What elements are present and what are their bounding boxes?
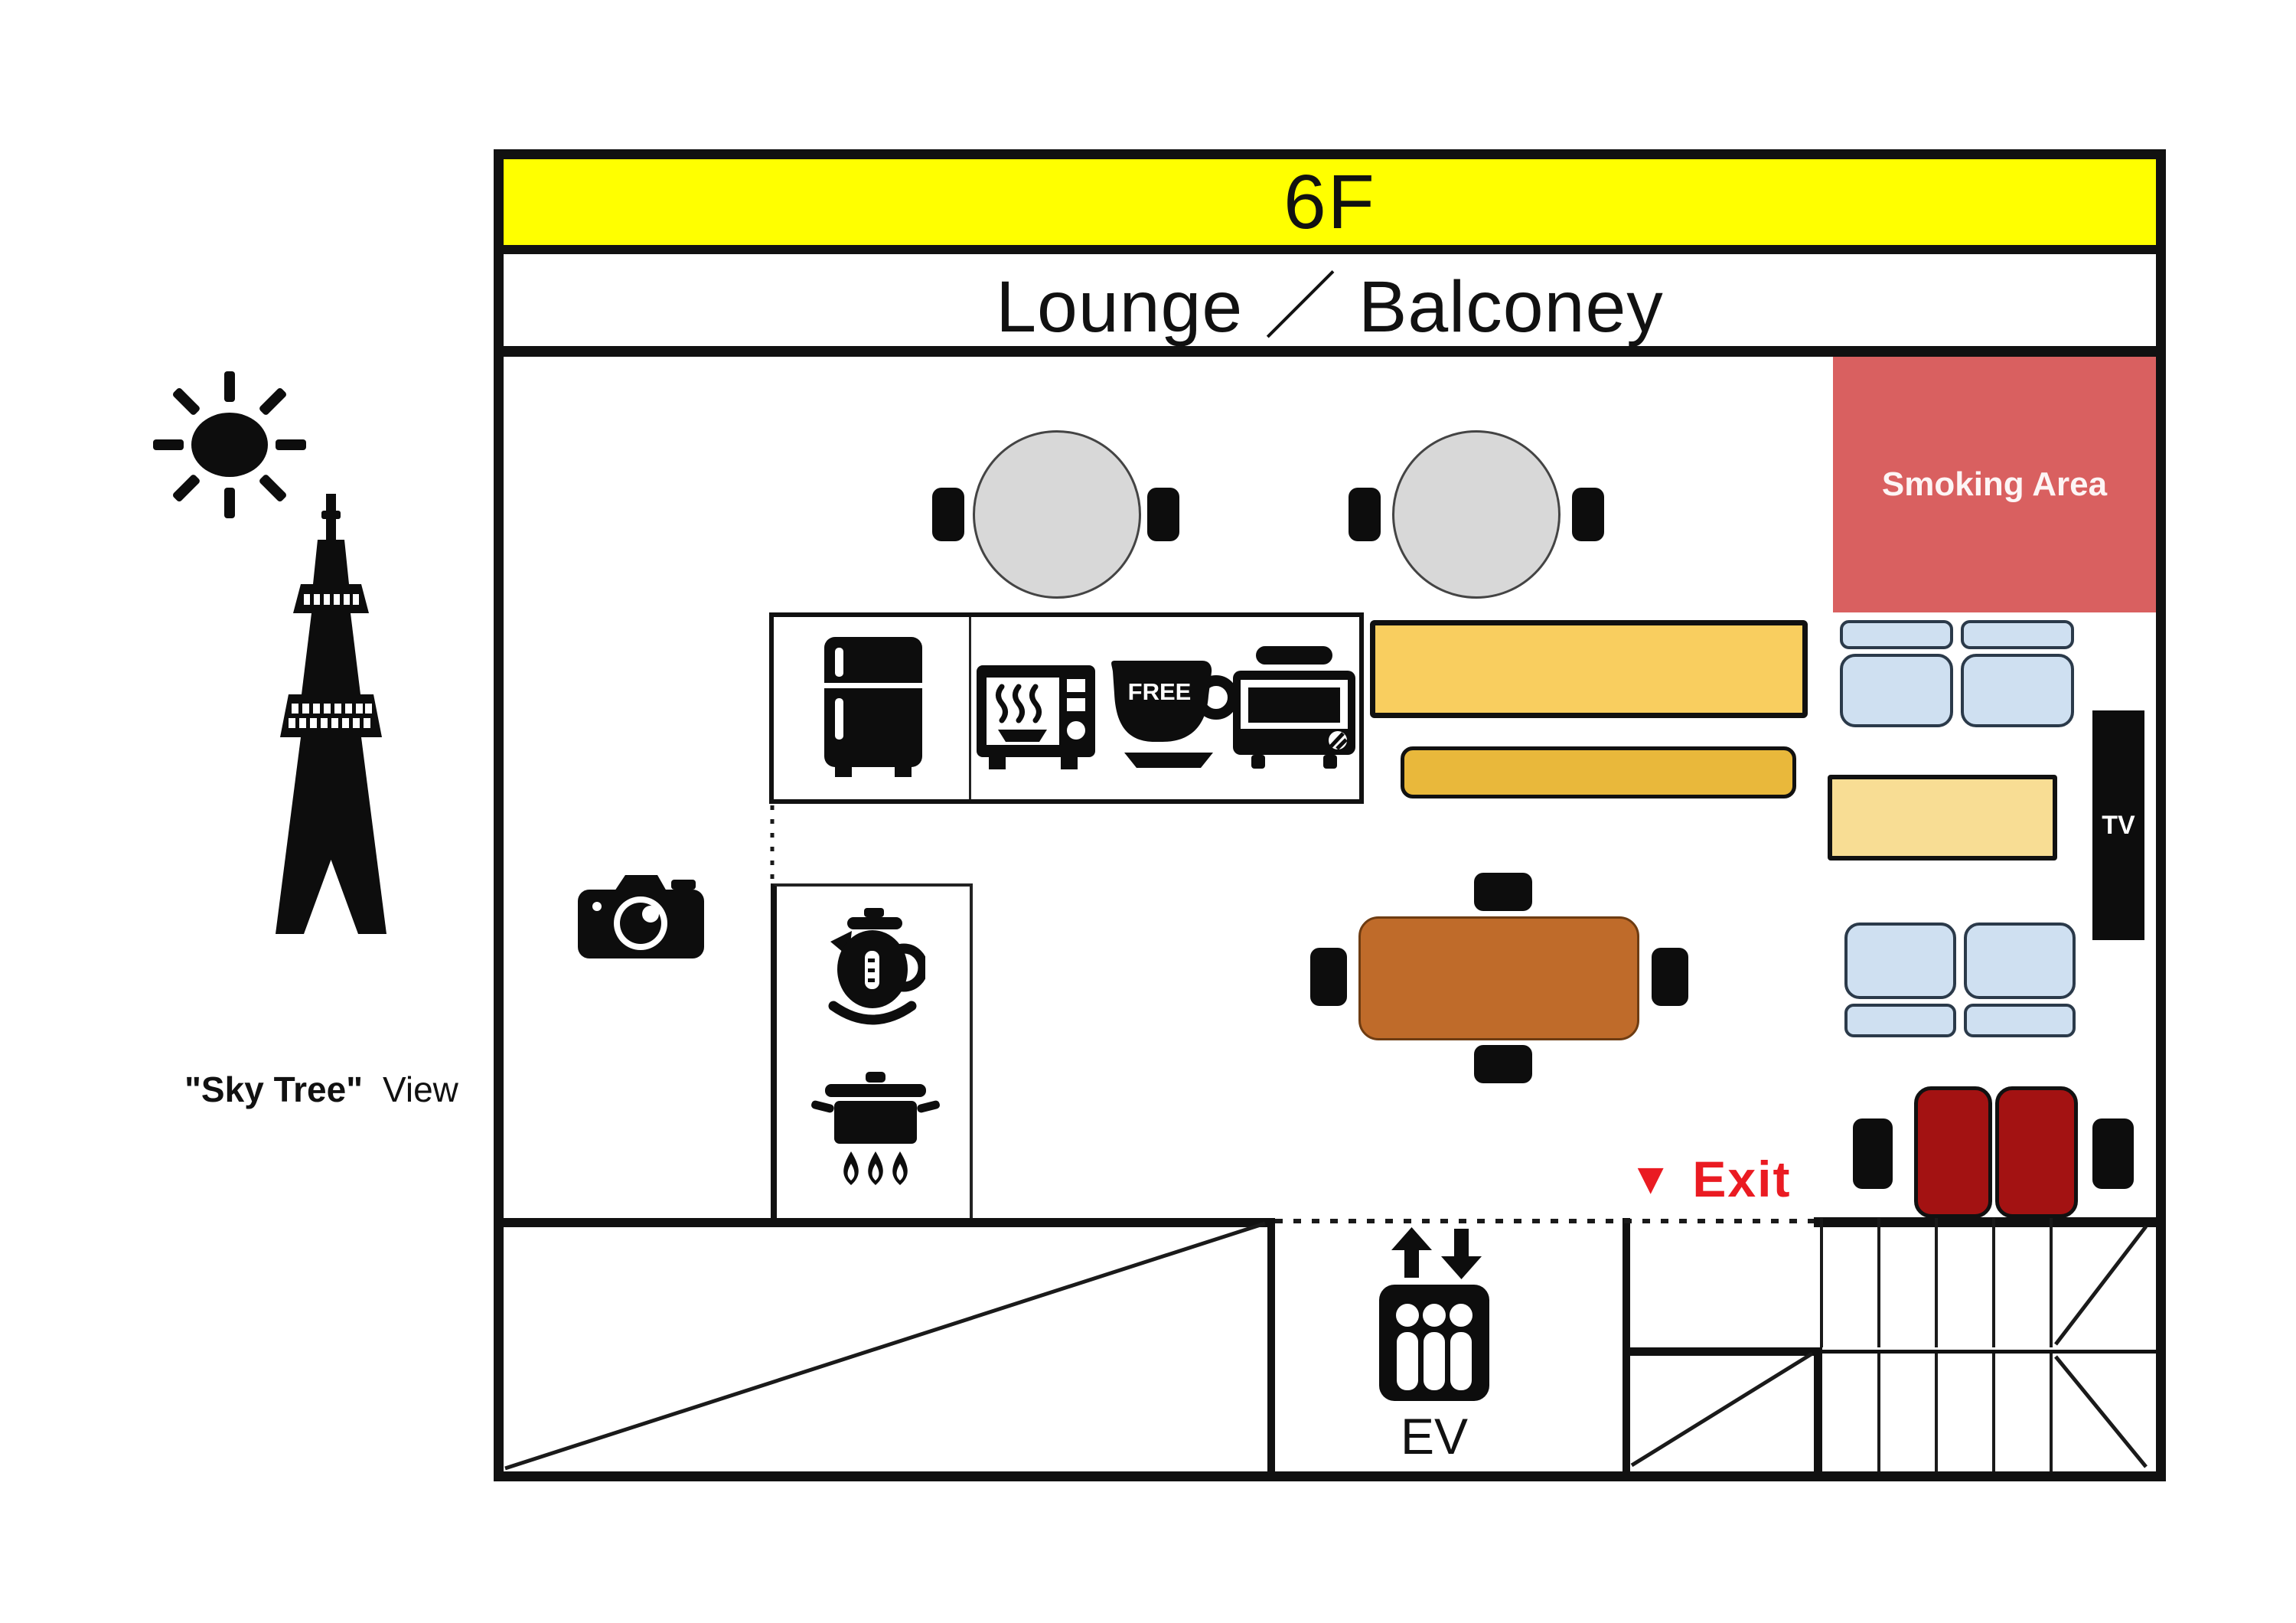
- exit-label: Exit: [1692, 1151, 1792, 1207]
- sofa-cushion: [1840, 654, 1953, 727]
- skytree-caption: "Sky Tree" View: [99, 1069, 543, 1110]
- stair-tread: [2050, 1218, 2053, 1347]
- counter-table-low: [1401, 746, 1796, 798]
- dining-chair: [1474, 1045, 1532, 1083]
- stair-tread: [1877, 1218, 1880, 1347]
- stair-tread: [1820, 1218, 1823, 1347]
- wall-segment: [504, 1218, 1270, 1227]
- header-bar: 6F: [504, 159, 2156, 254]
- microwave-icon: [977, 651, 1095, 776]
- sun-icon: [147, 365, 312, 531]
- sofa-cushion: [1964, 923, 2076, 999]
- table-chair: [1147, 488, 1179, 541]
- up-down-arrows-icon: [1391, 1227, 1482, 1279]
- kitchen-counter-box: FREE: [769, 612, 1364, 804]
- floor-label: 6F: [1283, 158, 1376, 245]
- stair-tread: [1992, 1218, 1995, 1347]
- stair-tread: [1935, 1354, 1938, 1471]
- stair-tread: [1992, 1354, 1995, 1471]
- sofa-cushion: [1961, 654, 2074, 727]
- round-table: [973, 430, 1141, 599]
- dining-chair: [1310, 948, 1347, 1006]
- elevator-label: EV: [1400, 1408, 1469, 1465]
- stair-tread: [2050, 1354, 2053, 1471]
- svg-text:FREE: FREE: [1128, 678, 1192, 705]
- sofa-cushion: [1844, 923, 1956, 999]
- skytree-tower-icon: [272, 494, 390, 991]
- table-chair: [932, 488, 964, 541]
- counter-table: [1370, 620, 1808, 718]
- dining-chair: [1652, 948, 1688, 1006]
- skytree-caption-view: View: [383, 1069, 458, 1109]
- stair-landing-wall: [1623, 1347, 1817, 1356]
- stair-wall: [1814, 1347, 1822, 1471]
- kitchenette-room: [771, 883, 973, 1218]
- kettle-icon: [824, 908, 925, 1027]
- sofa-cushion: [1840, 620, 1953, 649]
- side-table-cream: [1828, 775, 2057, 860]
- room-title: Lounge ／ Balconey: [996, 266, 1664, 348]
- round-table: [1392, 430, 1561, 599]
- ev-lobby-wall: [1623, 1218, 1630, 1471]
- free-coffee-icon: FREE: [1103, 651, 1237, 776]
- stair-tread: [1935, 1218, 1938, 1347]
- bench-side-chair: [2092, 1118, 2134, 1189]
- wall-segment: [1814, 1217, 2156, 1227]
- skytree-caption-bold: "Sky Tree": [184, 1069, 363, 1109]
- bench-chair-red: [1914, 1086, 1992, 1218]
- tv-label: TV: [2102, 810, 2135, 840]
- dining-chair: [1474, 873, 1532, 911]
- fridge-icon: [820, 637, 927, 779]
- toaster-oven-icon: [1233, 646, 1355, 779]
- ev-lobby-wall: [1267, 1218, 1275, 1471]
- sofa-cushion: [1964, 1004, 2076, 1037]
- elevator-icon: [1379, 1285, 1489, 1401]
- stair-tread: [1877, 1354, 1880, 1471]
- table-chair: [1572, 488, 1604, 541]
- exit-arrow-icon: ▼: [1629, 1154, 1673, 1203]
- dining-table-brown: [1358, 916, 1639, 1040]
- smoking-area: Smoking Area: [1833, 357, 2156, 612]
- tv-panel: TV: [2092, 710, 2144, 940]
- bench-side-chair: [1853, 1118, 1893, 1189]
- table-chair: [1349, 488, 1381, 541]
- exit-marker: ▼ Exit: [1629, 1150, 1791, 1208]
- sofa-cushion: [1844, 1004, 1956, 1037]
- sofa-cushion: [1961, 620, 2074, 649]
- kitchen-divider-wall: [969, 617, 971, 799]
- bench-chair-red: [1995, 1086, 2078, 1218]
- stair-divider: [1814, 1350, 2156, 1354]
- camera-icon: [578, 870, 704, 962]
- title-row: Lounge ／ Balconey: [504, 254, 2156, 357]
- cooking-pot-icon: [811, 1072, 940, 1200]
- smoking-area-label: Smoking Area: [1881, 465, 2108, 503]
